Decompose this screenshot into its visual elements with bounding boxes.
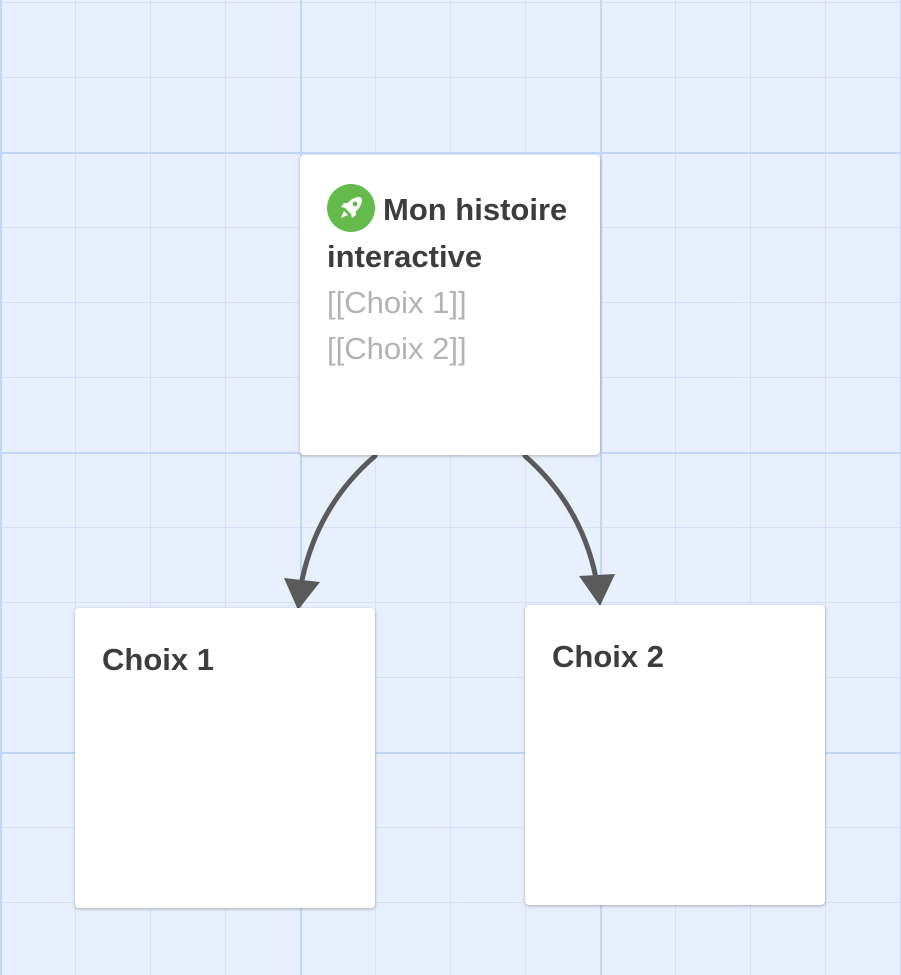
passage-excerpt: [[Choix 1]] [[Choix 2]] (327, 280, 574, 372)
link-arrowhead-choix-1 (284, 578, 320, 610)
passage-title-text: Mon histoire interactive (327, 192, 568, 274)
passage-title: Mon histoire interactive (327, 184, 574, 280)
excerpt-line: [[Choix 2]] (327, 331, 467, 366)
passage-title: Choix 2 (552, 639, 664, 674)
passage-choix-2[interactable]: Choix 2 (525, 605, 825, 905)
rocket-icon (327, 184, 375, 232)
link-arrowhead-choix-2 (579, 574, 615, 606)
excerpt-line: [[Choix 1]] (327, 285, 467, 320)
passage-start[interactable]: Mon histoire interactive [[Choix 1]] [[C… (300, 155, 600, 455)
passage-choix-1[interactable]: Choix 1 (75, 608, 375, 908)
link-arrow-choix-2 (522, 453, 599, 581)
link-arrow-choix-1 (299, 453, 378, 583)
passage-title: Choix 1 (102, 642, 214, 677)
